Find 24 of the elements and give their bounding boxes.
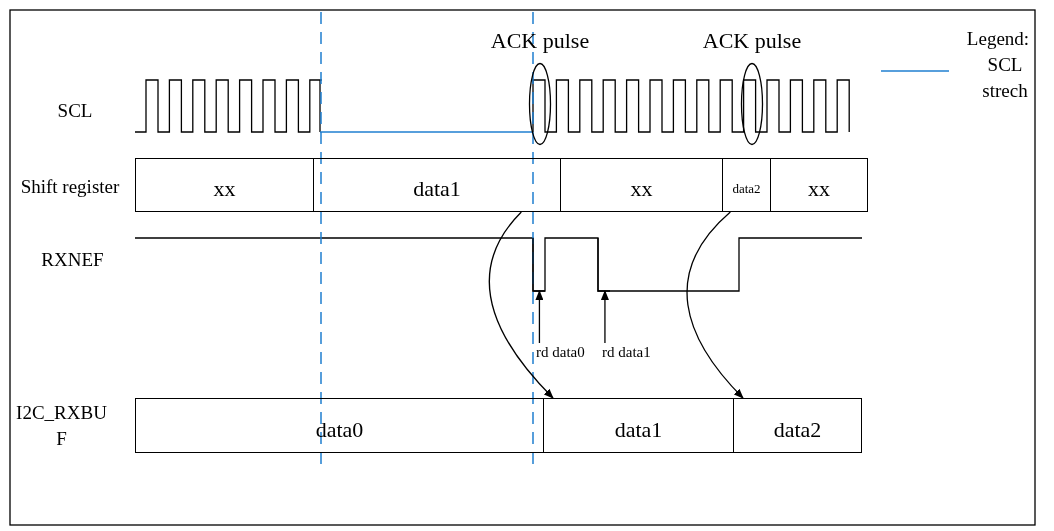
annotation-text: ACK pulse (702, 28, 802, 54)
register-field: data2 (722, 158, 771, 212)
signal-label: Shift register (19, 175, 121, 199)
register-field: data2 (733, 398, 862, 453)
arrow (535, 290, 544, 344)
falling-edge (532, 237, 546, 292)
arrow (686, 211, 744, 399)
register-field: xx (560, 158, 723, 212)
legend-title: Legend: (965, 27, 1031, 51)
legend-text: SCL strech (981, 53, 1029, 103)
arrow (488, 211, 554, 399)
signal-label: RXNEF (40, 248, 105, 272)
register-field: data1 (543, 398, 734, 453)
register-field: data0 (135, 398, 544, 453)
annotation-text: rd data0 (536, 343, 585, 361)
register-field: data1 (313, 158, 561, 212)
falling-edge (597, 237, 611, 292)
register-field: xx (770, 158, 868, 212)
signal-label: SCL (56, 99, 94, 123)
register-field: xx (135, 158, 314, 212)
annotation-text: ACK pulse (490, 28, 590, 54)
arrow (600, 290, 609, 344)
annotation-text: rd data1 (602, 343, 651, 361)
signal-label: I2C_RXBUF (15, 401, 108, 451)
